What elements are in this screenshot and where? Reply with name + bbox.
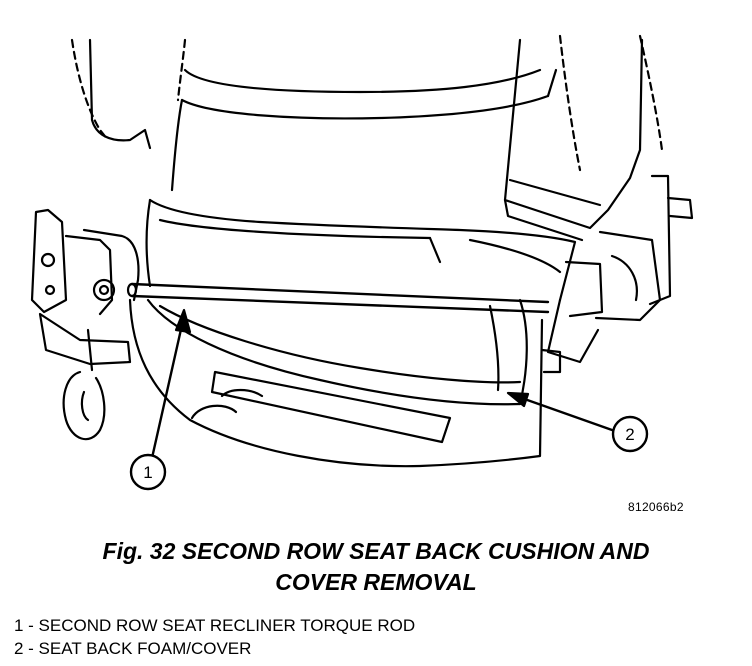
left-recliner-mechanism — [30, 208, 140, 441]
torque-rod — [126, 282, 550, 314]
callout-1-label: 1 — [143, 463, 152, 482]
right-recliner-mechanism — [540, 174, 694, 374]
figure-caption: Fig. 32 SECOND ROW SEAT BACK CUSHION AND… — [0, 536, 752, 598]
caption-line-2: COVER REMOVAL — [275, 569, 477, 595]
legend-item: 1 - SECOND ROW SEAT RECLINER TORQUE ROD — [14, 616, 416, 635]
seat-back-diagram: 1 2 — [30, 34, 694, 491]
callout-2: 2 — [506, 391, 649, 453]
callout-2-label: 2 — [625, 425, 634, 444]
caption-line-1: Fig. 32 SECOND ROW SEAT BACK CUSHION AND — [102, 538, 650, 564]
figure-code: 812066b2 — [628, 500, 684, 514]
legend: 1 - SECOND ROW SEAT RECLINER TORQUE ROD … — [14, 614, 415, 660]
legend-item: 2 - SEAT BACK FOAM/COVER — [14, 639, 252, 658]
seat-back-frame — [70, 34, 664, 242]
seat-back-shell — [128, 298, 544, 468]
callout-1: 1 — [129, 308, 192, 491]
seat-back-foam — [145, 198, 577, 406]
